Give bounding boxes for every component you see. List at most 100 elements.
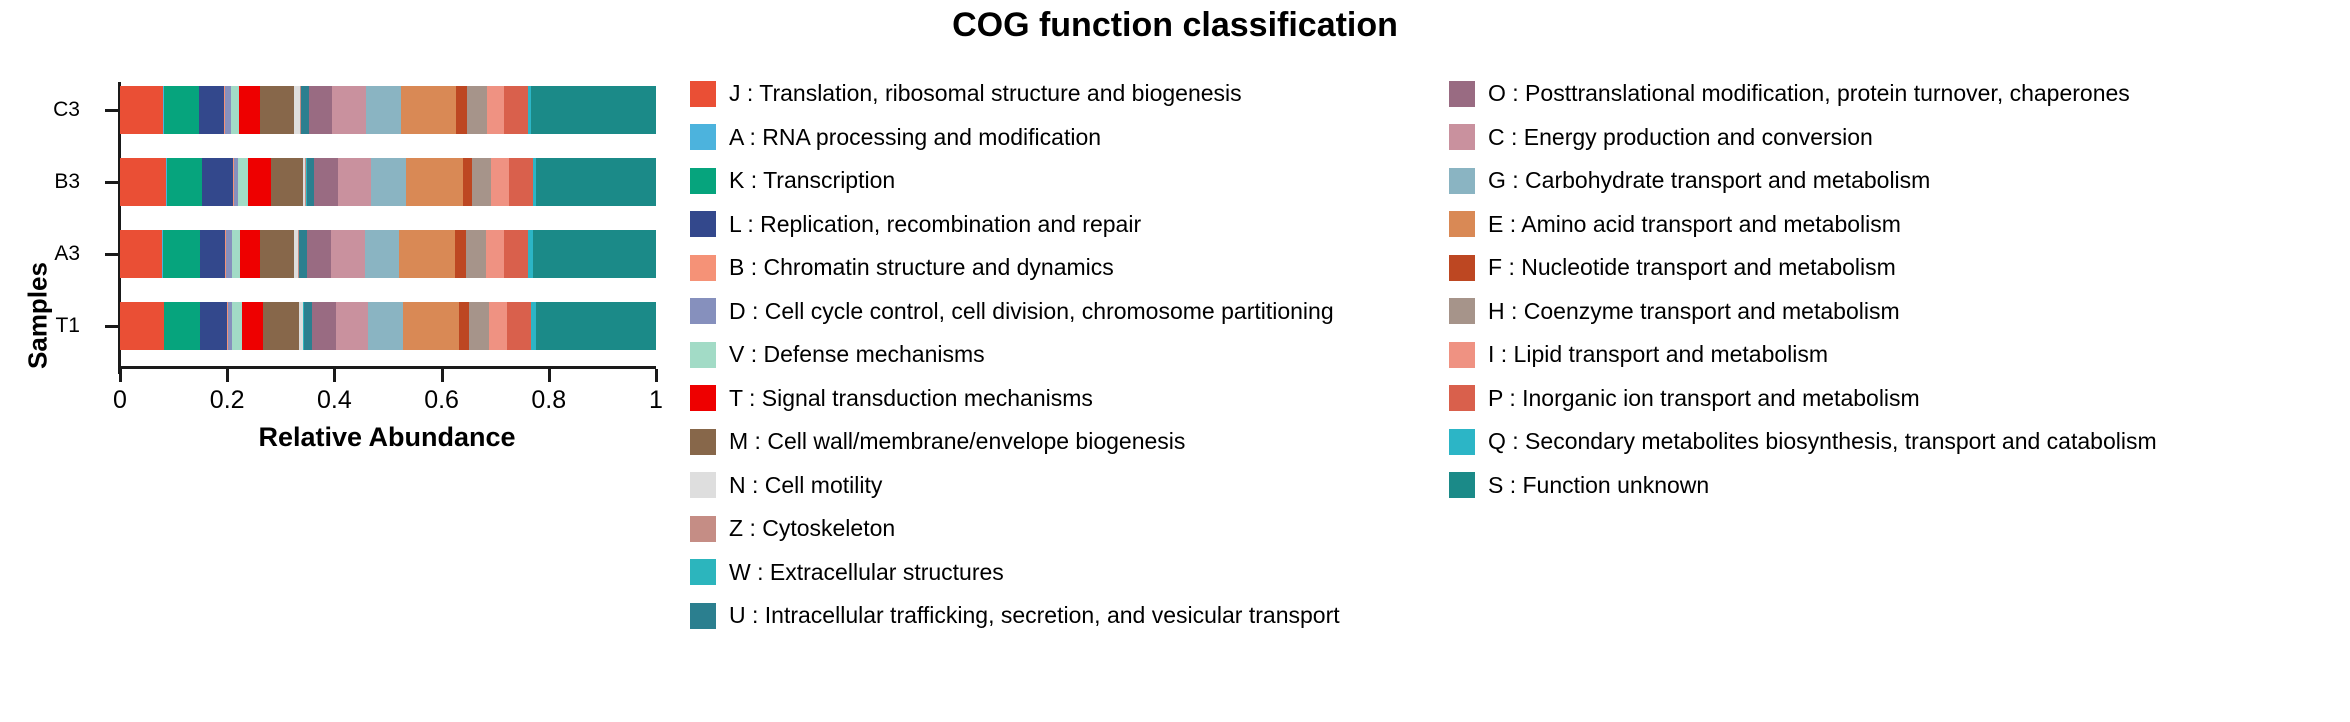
bar-segment-z[interactable] [297, 230, 299, 278]
bar-segment-h[interactable] [469, 302, 490, 350]
bar-segment-z[interactable] [299, 86, 301, 134]
bar-segment-c[interactable] [335, 302, 369, 350]
bar-segment-g[interactable] [368, 302, 404, 350]
bar-segment-c[interactable] [330, 230, 366, 278]
bar-segment-m[interactable] [262, 302, 299, 350]
bar-segment-q[interactable] [530, 302, 536, 350]
bar-segment-m[interactable] [270, 158, 304, 206]
bar-segment-t[interactable] [242, 302, 263, 350]
legend-item-k[interactable]: K : Transcription [690, 159, 1390, 203]
bar-segment-j[interactable] [120, 230, 162, 278]
bar-segment-v[interactable] [230, 86, 240, 134]
bar-segment-k[interactable] [164, 302, 200, 350]
bar-segment-p[interactable] [506, 302, 531, 350]
bar-segment-u[interactable] [306, 158, 314, 206]
bar-segment-h[interactable] [472, 158, 492, 206]
bar-segment-o[interactable] [307, 230, 331, 278]
bar-segment-g[interactable] [365, 230, 399, 278]
bar-segment-h[interactable] [466, 86, 487, 134]
bar-segment-k[interactable] [164, 86, 200, 134]
bar-segment-p[interactable] [509, 158, 533, 206]
bar-segment-l[interactable] [199, 230, 225, 278]
legend-item-j[interactable]: J : Translation, ribosomal structure and… [690, 72, 1390, 116]
stacked-bar-c3[interactable] [120, 86, 656, 134]
legend-item-t[interactable]: T : Signal transduction mechanisms [690, 377, 1390, 421]
bar-segment-g[interactable] [365, 86, 401, 134]
stacked-bar-b3[interactable] [120, 158, 656, 206]
legend-item-d[interactable]: D : Cell cycle control, cell division, c… [690, 290, 1390, 334]
bar-segment-b[interactable] [224, 230, 227, 278]
bar-segment-p[interactable] [503, 230, 528, 278]
legend-item-v[interactable]: V : Defense mechanisms [690, 333, 1390, 377]
legend-item-n[interactable]: N : Cell motility [690, 464, 1390, 508]
bar-segment-u[interactable] [303, 302, 312, 350]
legend-item-z[interactable]: Z : Cytoskeleton [690, 507, 1390, 551]
bar-segment-i[interactable] [486, 86, 505, 134]
bar-segment-f[interactable] [458, 302, 470, 350]
legend-item-m[interactable]: M : Cell wall/membrane/envelope biogenes… [690, 420, 1390, 464]
stacked-bar-t1[interactable] [120, 302, 656, 350]
bar-segment-w[interactable] [298, 230, 300, 278]
bar-segment-m[interactable] [260, 230, 295, 278]
bar-segment-b[interactable] [233, 158, 235, 206]
bar-segment-v[interactable] [232, 302, 243, 350]
bar-segment-d[interactable] [225, 86, 231, 134]
bar-segment-j[interactable] [120, 158, 167, 206]
bar-segment-e[interactable] [400, 86, 457, 134]
bar-segment-z[interactable] [305, 158, 307, 206]
bar-segment-d[interactable] [226, 230, 232, 278]
legend-item-f[interactable]: F : Nucleotide transport and metabolism [1449, 246, 2349, 290]
bar-segment-i[interactable] [489, 302, 507, 350]
bar-segment-g[interactable] [371, 158, 406, 206]
legend-item-o[interactable]: O : Posttranslational modification, prot… [1449, 72, 2349, 116]
bar-segment-l[interactable] [202, 158, 234, 206]
bar-segment-e[interactable] [398, 230, 455, 278]
bar-segment-t[interactable] [239, 86, 260, 134]
legend-item-i[interactable]: I : Lipid transport and metabolism [1449, 333, 2349, 377]
bar-segment-k[interactable] [162, 230, 200, 278]
legend-item-b[interactable]: B : Chromatin structure and dynamics [690, 246, 1390, 290]
bar-segment-a[interactable] [163, 302, 165, 350]
bar-segment-w[interactable] [303, 302, 304, 350]
bar-segment-o[interactable] [308, 86, 333, 134]
bar-segment-s[interactable] [532, 230, 656, 278]
bar-segment-a[interactable] [161, 230, 163, 278]
legend-item-q[interactable]: Q : Secondary metabolites biosynthesis, … [1449, 420, 2349, 464]
bar-segment-i[interactable] [491, 158, 510, 206]
bar-segment-l[interactable] [199, 86, 224, 134]
bar-segment-m[interactable] [259, 86, 294, 134]
bar-segment-p[interactable] [504, 86, 528, 134]
bar-segment-f[interactable] [454, 230, 466, 278]
bar-segment-e[interactable] [405, 158, 463, 206]
bar-segment-d[interactable] [234, 158, 238, 206]
bar-segment-q[interactable] [527, 86, 532, 134]
bar-segment-b[interactable] [227, 302, 228, 350]
bar-segment-f[interactable] [456, 86, 467, 134]
bar-segment-w[interactable] [306, 158, 307, 206]
bar-segment-a[interactable] [166, 158, 167, 206]
bar-segment-n[interactable] [293, 86, 300, 134]
bar-segment-h[interactable] [465, 230, 486, 278]
bar-segment-f[interactable] [462, 158, 473, 206]
legend-item-w[interactable]: W : Extracellular structures [690, 551, 1390, 595]
legend-item-p[interactable]: P : Inorganic ion transport and metaboli… [1449, 377, 2349, 421]
bar-segment-q[interactable] [532, 158, 537, 206]
bar-segment-k[interactable] [166, 158, 203, 206]
legend-item-g[interactable]: G : Carbohydrate transport and metabolis… [1449, 159, 2349, 203]
bar-segment-u[interactable] [299, 230, 308, 278]
bar-segment-j[interactable] [120, 302, 164, 350]
bar-segment-j[interactable] [120, 86, 164, 134]
legend-item-e[interactable]: E : Amino acid transport and metabolism [1449, 203, 2349, 247]
bar-segment-s[interactable] [535, 302, 656, 350]
bar-segment-u[interactable] [301, 86, 309, 134]
bar-segment-n[interactable] [303, 158, 306, 206]
legend-item-s[interactable]: S : Function unknown [1449, 464, 2349, 508]
bar-segment-z[interactable] [302, 302, 304, 350]
bar-segment-t[interactable] [239, 230, 261, 278]
bar-segment-v[interactable] [237, 158, 249, 206]
bar-segment-s[interactable] [536, 158, 656, 206]
bar-segment-b[interactable] [223, 86, 226, 134]
bar-segment-v[interactable] [231, 230, 240, 278]
legend-item-a[interactable]: A : RNA processing and modification [690, 116, 1390, 160]
legend-item-h[interactable]: H : Coenzyme transport and metabolism [1449, 290, 2349, 334]
